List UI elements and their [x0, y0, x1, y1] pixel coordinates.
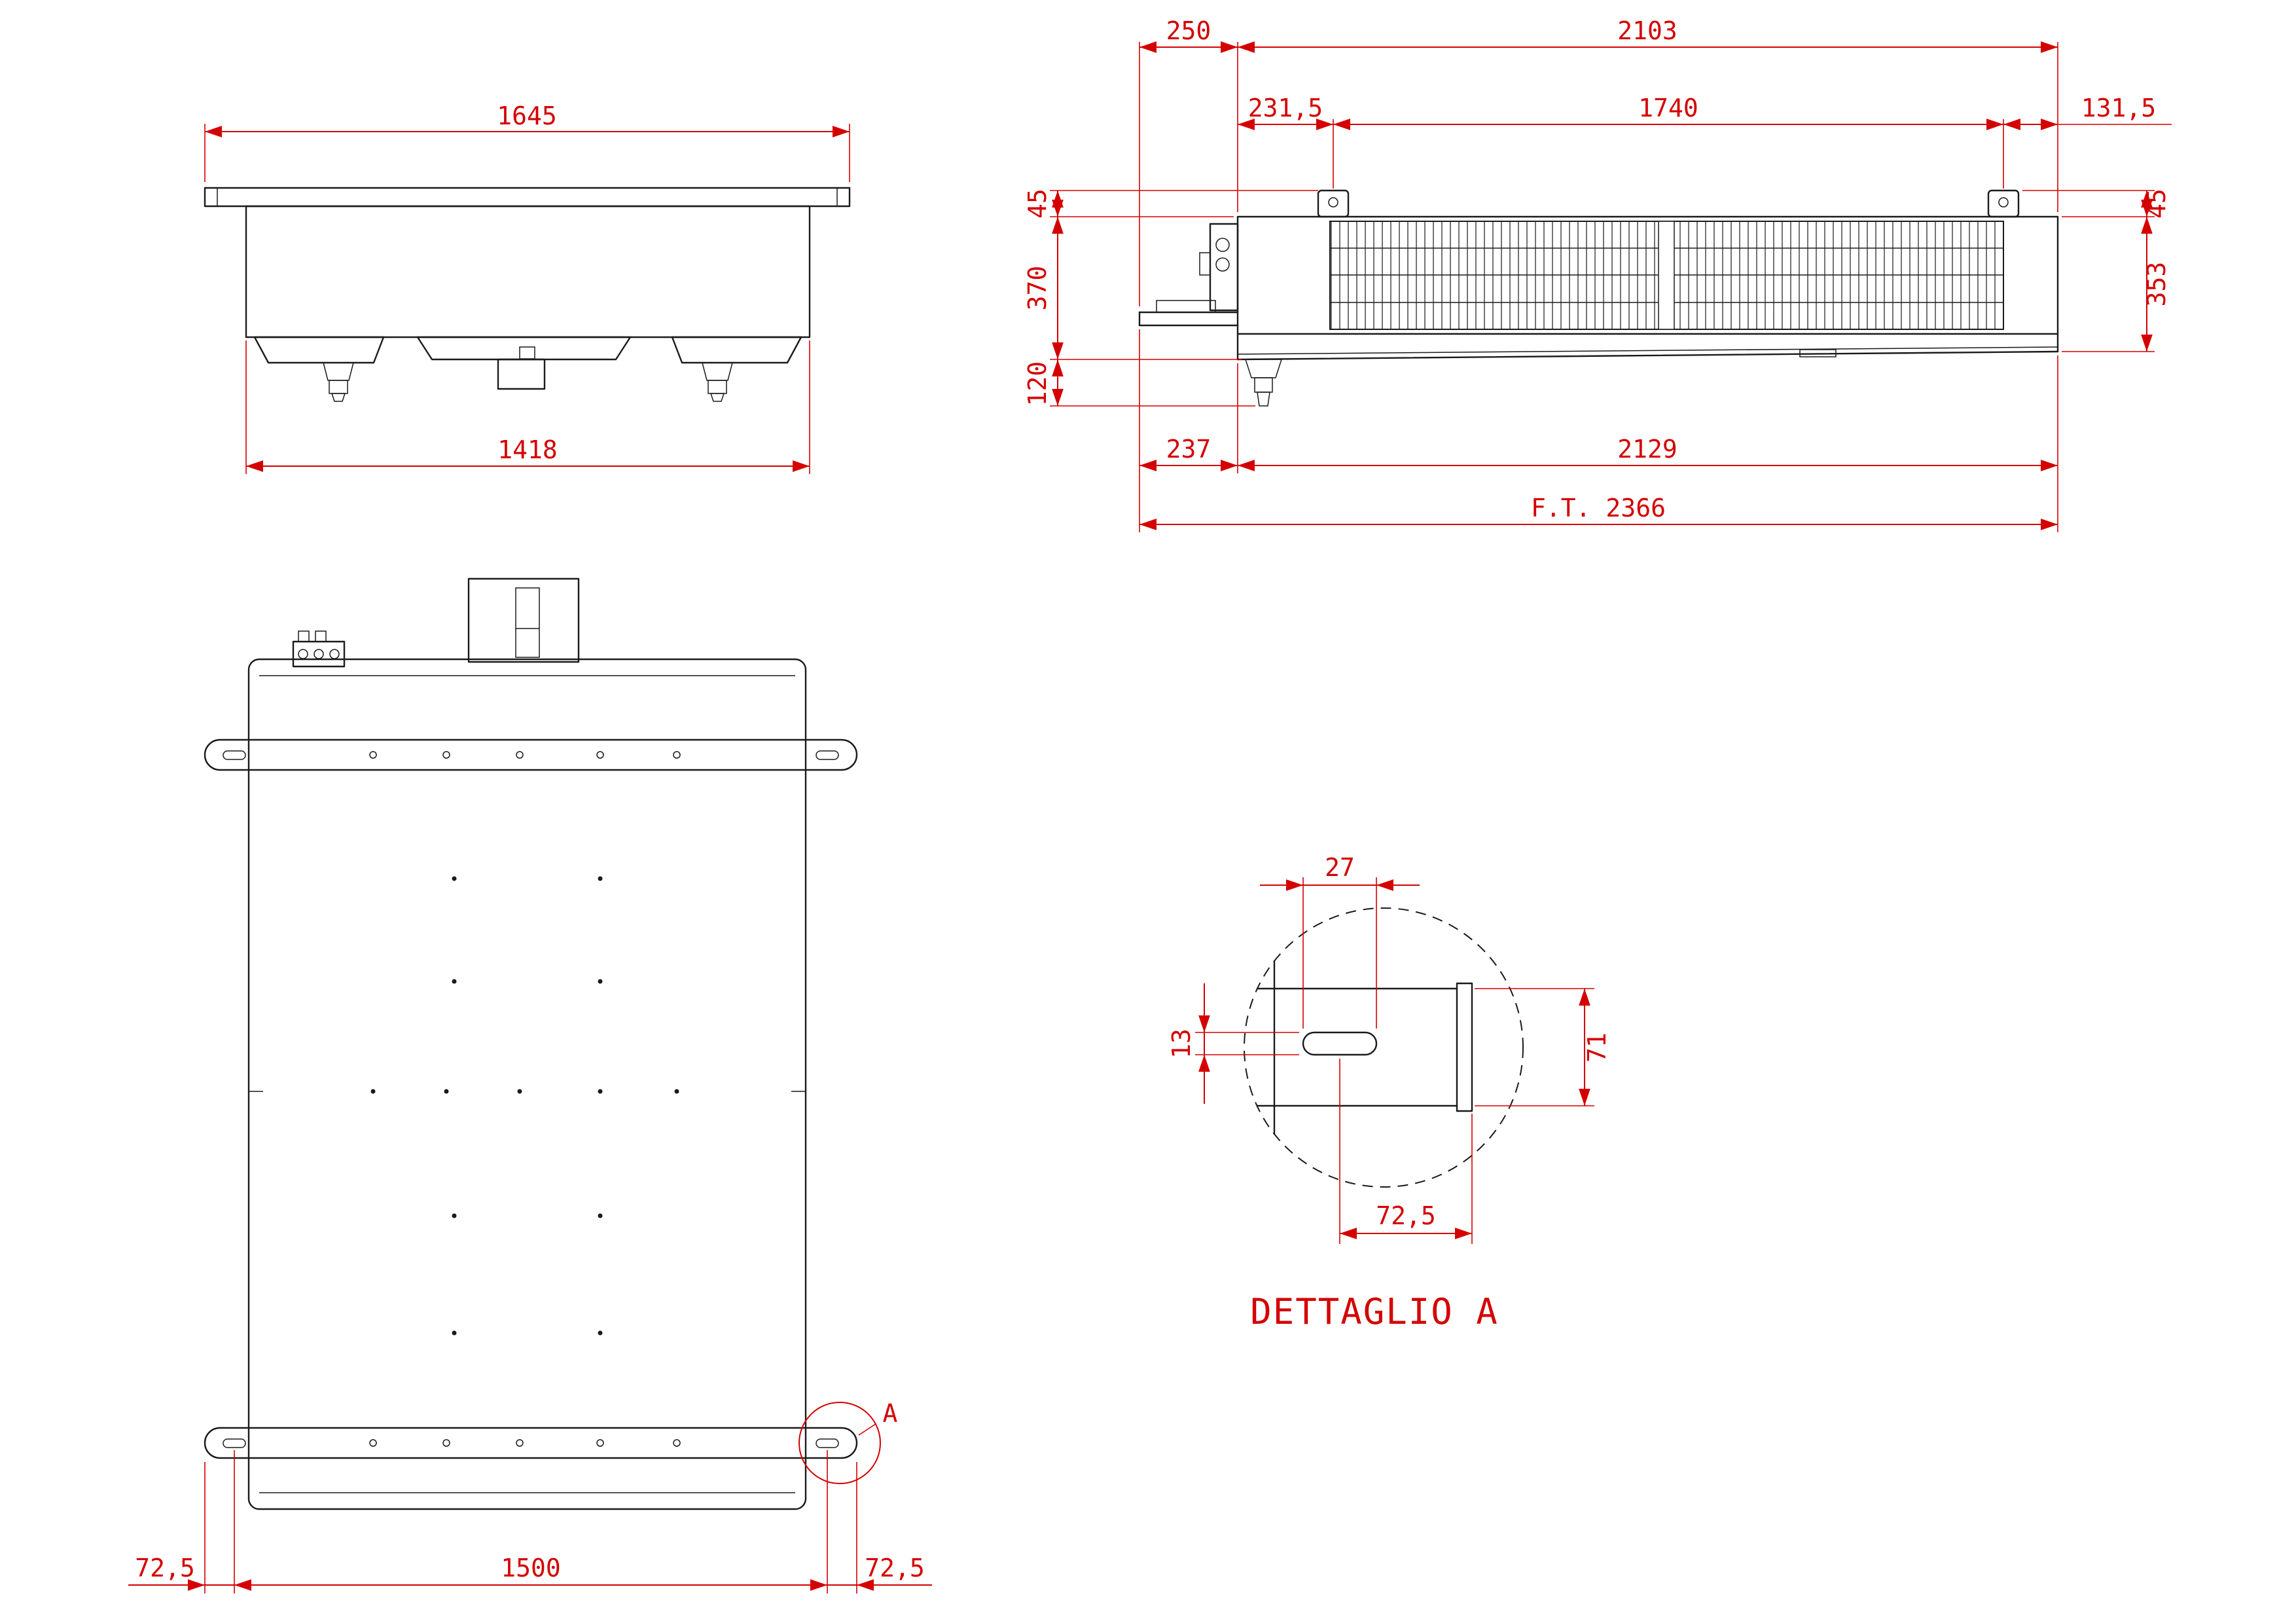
front-view-dimensions: 1645 1418 [204, 101, 850, 474]
dim-detail-27: 27 [1325, 853, 1355, 882]
detail-a-dimensions: 27 13 71 72,5 DETTAGLIO A [1167, 853, 1611, 1332]
dim-plan-left-margin: 72,5 [135, 1554, 195, 1582]
drain-fitting [1244, 359, 1283, 378]
fan-grille [416, 336, 632, 361]
dim-plan-rail-span: 1500 [501, 1554, 561, 1582]
dim-side-250: 250 [1166, 16, 1211, 45]
plan-view-dimensions: A 72,5 1500 72,5 [128, 1399, 932, 1594]
mount-bracket-left [1317, 189, 1350, 218]
detail-a-circle [798, 1402, 881, 1484]
rail-slot [1302, 1031, 1378, 1056]
left-drip-tray [253, 336, 385, 364]
dim-side-353: 353 [2142, 262, 2171, 307]
dim-detail-71: 71 [1583, 1032, 1611, 1063]
dim-front-bottom-width: 1418 [497, 435, 558, 464]
side-view-geometry [1138, 189, 2059, 407]
center-drain-box [497, 358, 546, 390]
detail-a-geometry [1244, 907, 1524, 1188]
front-view: 1645 1418 [204, 101, 851, 474]
dim-side-120: 120 [1023, 361, 1052, 407]
front-view-geometry [204, 187, 851, 402]
unit-body-front [245, 205, 811, 338]
dim-detail-72-5: 72,5 [1376, 1201, 1436, 1230]
dim-side-right-45: 45 [2142, 189, 2171, 219]
dim-front-top-width: 1645 [497, 101, 557, 130]
dim-side-2103: 2103 [1617, 16, 1677, 45]
mounting-rail-top [204, 739, 858, 771]
detail-title: DETTAGLIO A [1250, 1291, 1499, 1332]
dim-side-overall: F.T. 2366 [1531, 494, 1666, 522]
dim-side-left-45: 45 [1023, 189, 1052, 219]
plan-view-geometry [204, 577, 858, 1510]
dim-side-131-5: 131,5 [2081, 94, 2156, 122]
mounting-rail-bottom [204, 1427, 858, 1459]
side-view-dimensions: 250 2103 231,5 1740 131,5 45 370 120 [1023, 16, 2172, 532]
header-box [1209, 223, 1239, 312]
detail-a-view: 27 13 71 72,5 DETTAGLIO A [1167, 853, 1611, 1332]
dim-side-231-5: 231,5 [1248, 94, 1323, 122]
rail-end-cap [1456, 982, 1473, 1112]
coil-divider [1658, 221, 1675, 330]
valve-housing [467, 577, 580, 663]
dim-plan-right-margin: 72,5 [865, 1554, 925, 1582]
dim-detail-13: 13 [1167, 1029, 1196, 1059]
dim-side-370: 370 [1023, 266, 1052, 311]
dim-side-237: 237 [1166, 435, 1211, 464]
dim-side-1740: 1740 [1638, 94, 1698, 122]
mount-bracket-right [1987, 189, 2020, 218]
right-drip-tray [671, 336, 802, 364]
rivet-dots [370, 876, 679, 1336]
unit-body-plan [247, 658, 807, 1510]
side-view: 250 2103 231,5 1740 131,5 45 370 120 [1023, 16, 2172, 532]
detail-a-marker: A [883, 1399, 898, 1428]
detail-boundary-circle [1244, 907, 1524, 1188]
plan-view: A 72,5 1500 72,5 [128, 577, 932, 1594]
dim-side-2129: 2129 [1617, 435, 1677, 464]
ceiling-plate [204, 187, 851, 208]
terminal-block [292, 640, 346, 668]
